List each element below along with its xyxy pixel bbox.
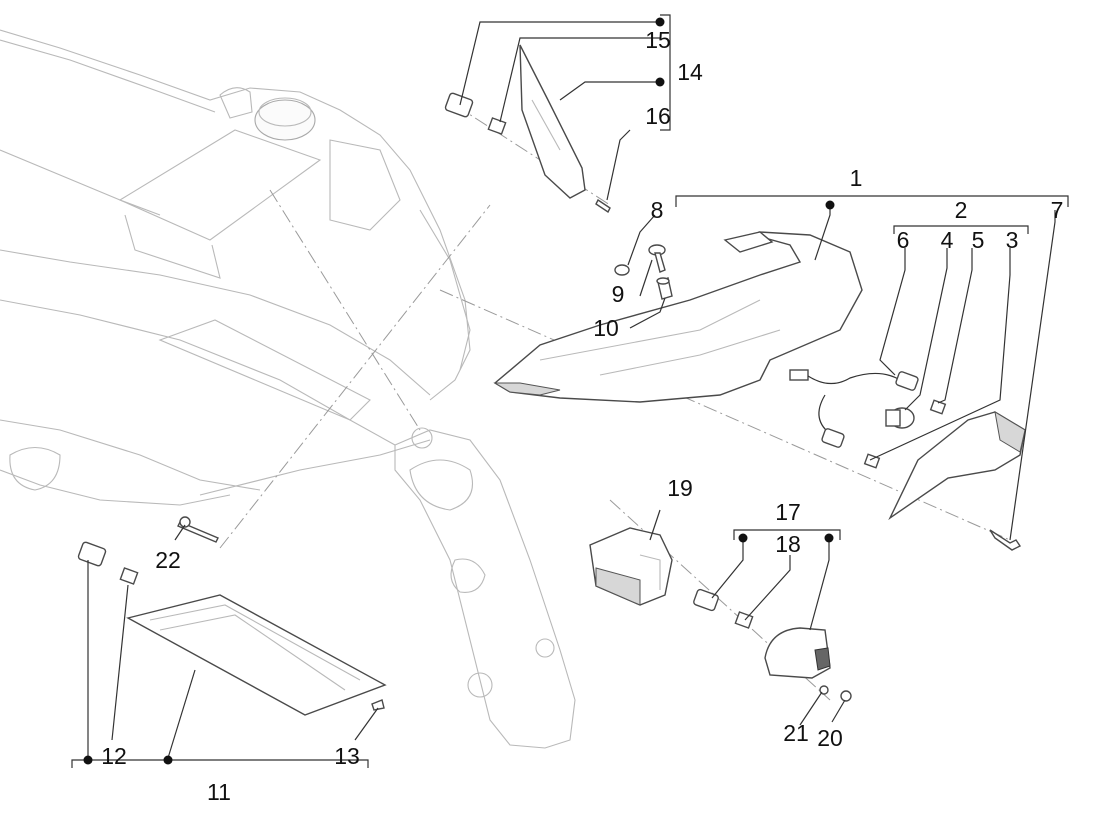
- turn-indicator-lens[interactable]: [888, 411, 1026, 521]
- mounting-hardware-8-9-10[interactable]: [614, 244, 673, 300]
- callout-1: 1: [850, 165, 863, 191]
- callout-16: 16: [645, 103, 671, 129]
- callout-17: 17: [775, 499, 801, 525]
- callout-21: 21: [783, 720, 809, 746]
- callout-3: 3: [1006, 227, 1019, 253]
- callout-4: 4: [941, 227, 954, 253]
- scooter-rear-body-outline: [0, 29, 576, 749]
- callout-8: 8: [651, 197, 664, 223]
- rear-reflector-assembly[interactable]: [444, 44, 611, 214]
- screw-7[interactable]: [989, 529, 1022, 551]
- callout-20: 20: [817, 725, 843, 751]
- small-bulbs-and-screws[interactable]: [77, 516, 852, 711]
- bulb-harness[interactable]: [789, 369, 947, 469]
- callout-2: 2: [955, 197, 968, 223]
- callout-15: 15: [645, 27, 671, 53]
- callout-9: 9: [612, 281, 625, 307]
- license-plate-lamp[interactable]: [764, 627, 831, 679]
- tail-light-housing[interactable]: [493, 231, 863, 403]
- callout-14: 14: [677, 59, 703, 85]
- callout-22: 22: [155, 547, 181, 573]
- assembly-axis-lines: [219, 104, 1011, 701]
- callout-5: 5: [972, 227, 985, 253]
- license-plate-light-housing[interactable]: [589, 527, 673, 606]
- callout-19: 19: [667, 475, 693, 501]
- callout-labels: 1 2 3 4 5 6 7 8 9 10 11 12 13 14 15 16 1…: [101, 27, 1063, 805]
- callout-11: 11: [207, 779, 231, 805]
- callout-10: 10: [593, 315, 619, 341]
- leader-lines: [87, 21, 1056, 760]
- callout-6: 6: [897, 227, 910, 253]
- callout-18: 18: [775, 531, 801, 557]
- grouping-brackets: [71, 14, 1069, 768]
- reference-dots: [83, 17, 835, 765]
- callout-12: 12: [101, 743, 127, 769]
- mud-flap-panel[interactable]: [126, 594, 387, 716]
- callout-7: 7: [1051, 197, 1064, 223]
- callout-13: 13: [334, 743, 360, 769]
